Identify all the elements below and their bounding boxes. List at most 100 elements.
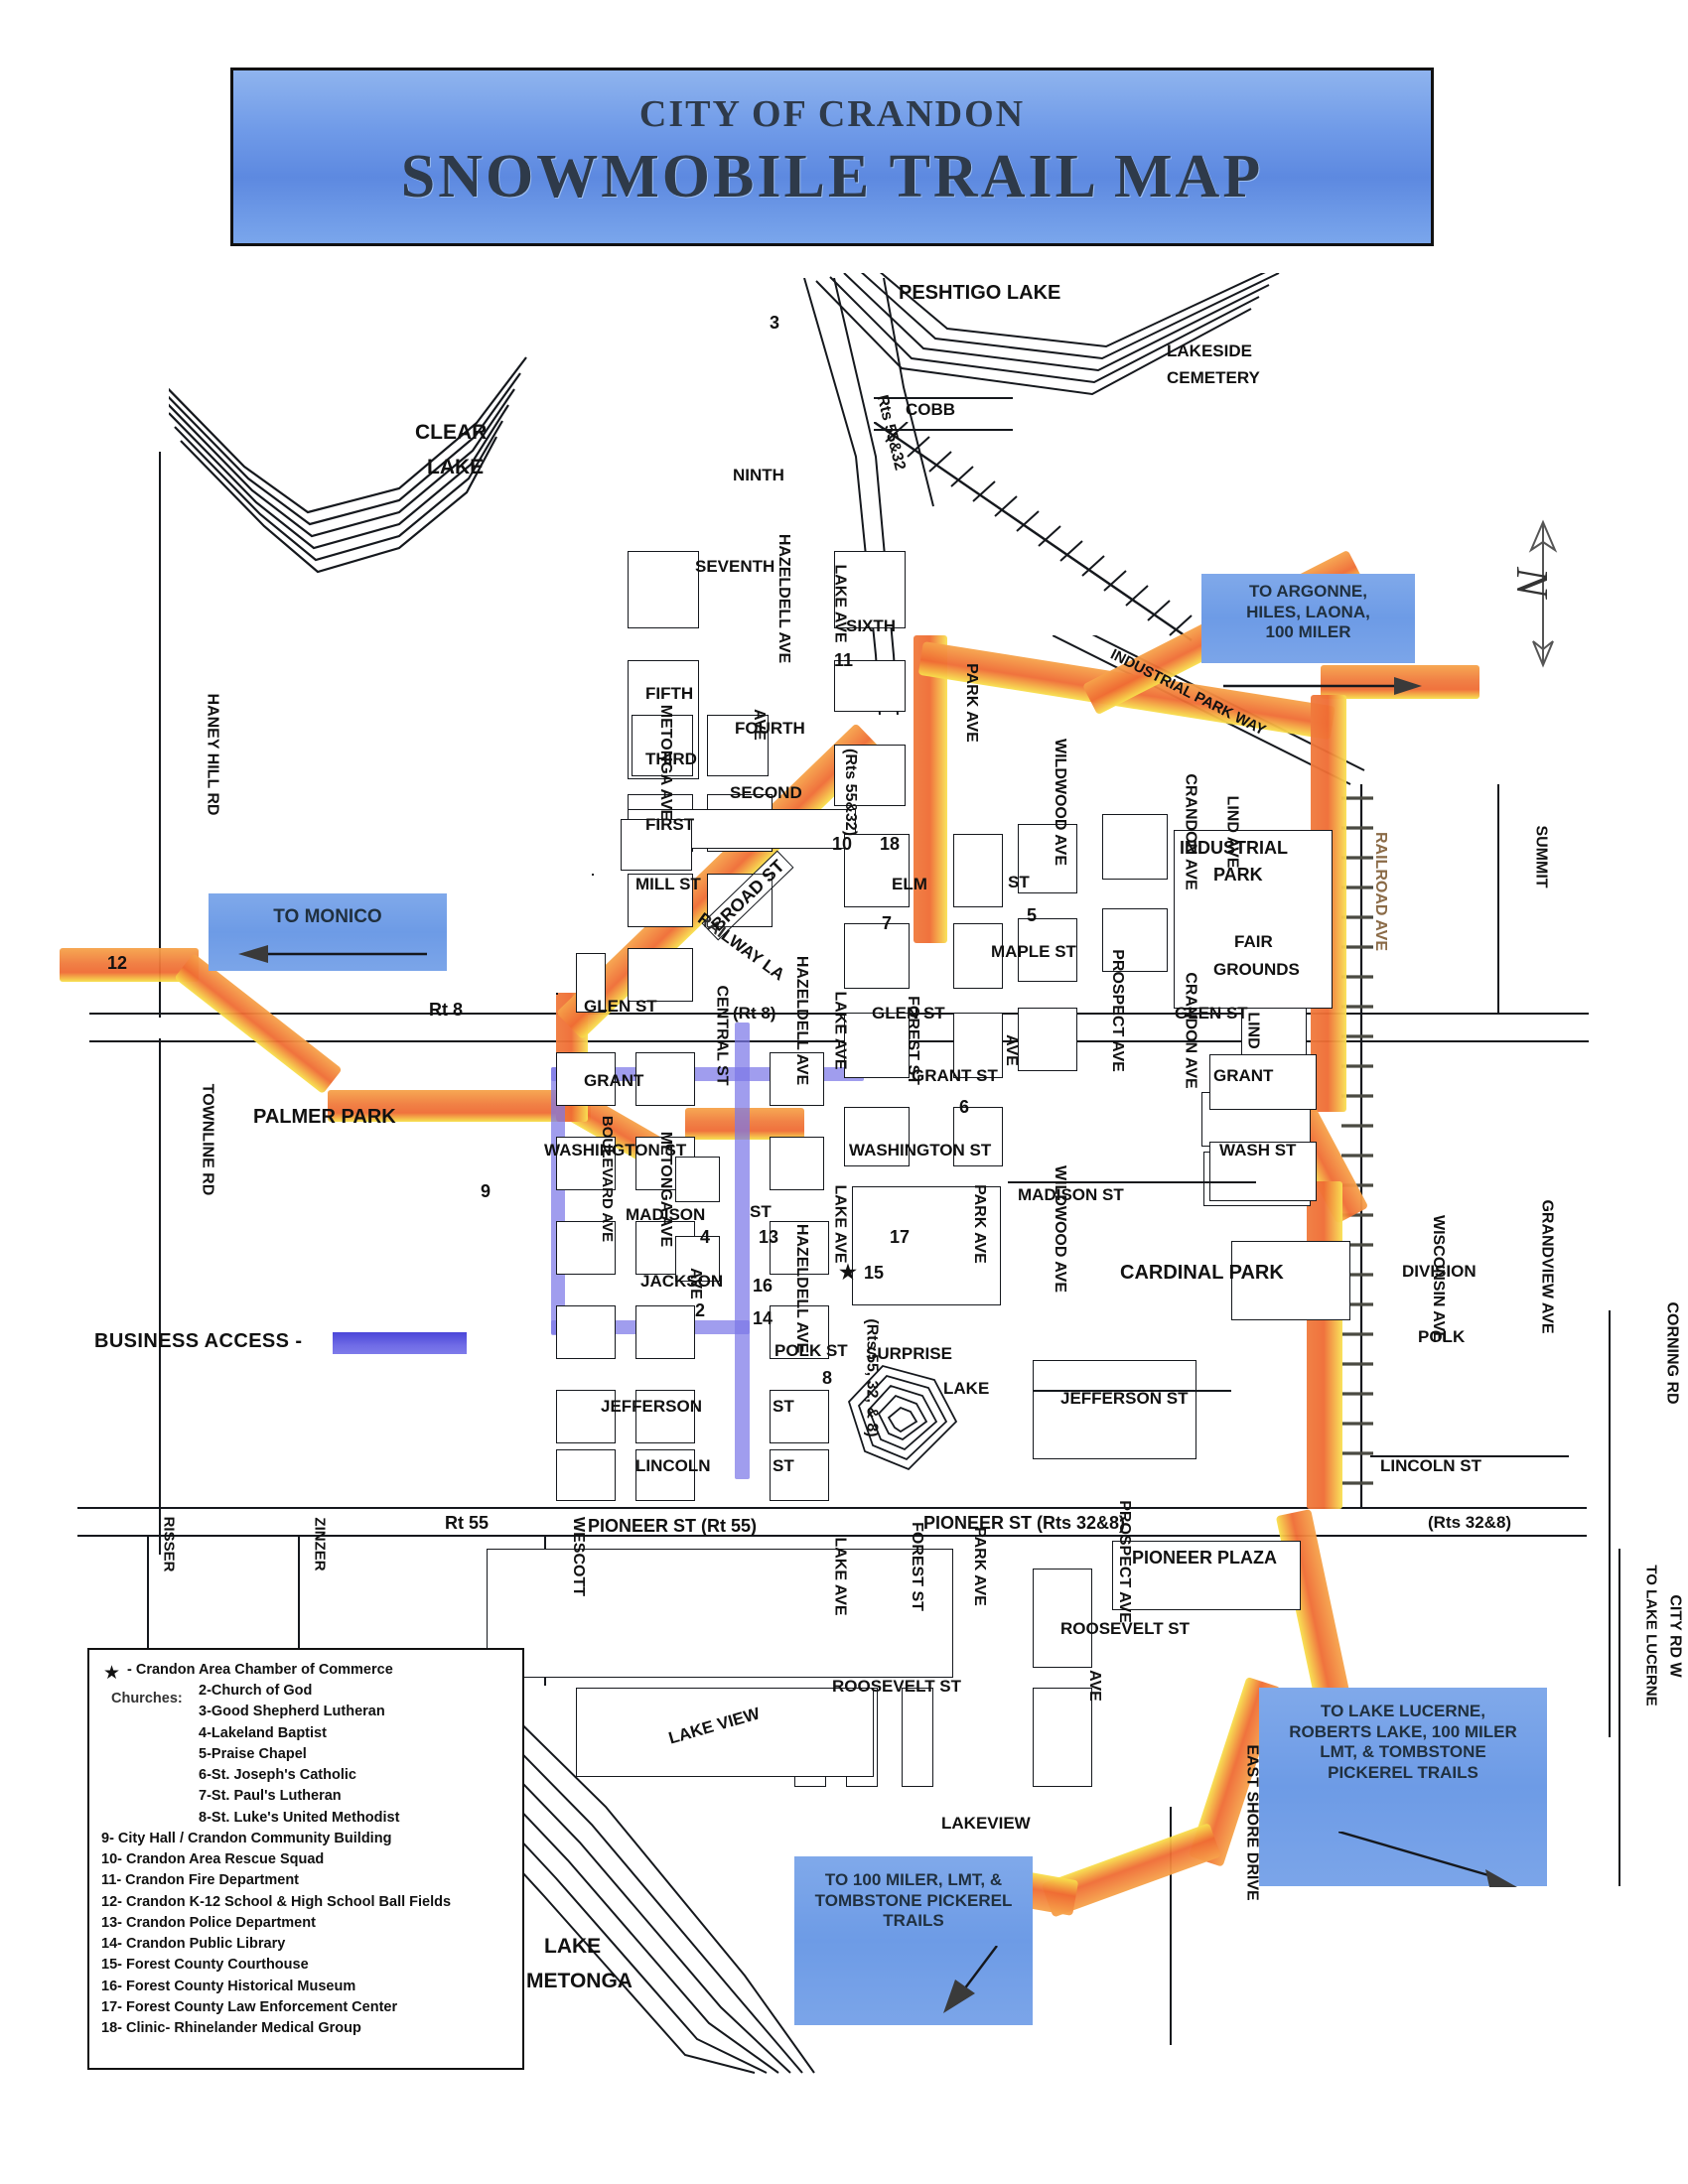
clear-lake-label-2: LAKE <box>427 456 485 478</box>
block <box>632 715 693 776</box>
road-rt8-south <box>89 1040 1589 1042</box>
road-townline <box>159 1038 161 1555</box>
lake-metonga-label-1: LAKE <box>544 1935 602 1958</box>
site-number-8: 8 <box>822 1368 833 1388</box>
street-label-ave-fourth: AVE <box>750 709 768 741</box>
street-label-madison: MADISON <box>626 1205 706 1224</box>
street-label-hazeldell-1: HAZELDELL AVE <box>775 533 793 664</box>
street-label-wildwood-2: WILDWOOD AVE <box>1051 1165 1068 1293</box>
street-label-lincoln-st: LINCOLN ST <box>1380 1456 1481 1475</box>
street-label-park-ave-3: PARK AVE <box>970 1527 988 1606</box>
street-label-wisconsin-ave: WISCONSIN AVE <box>1430 1214 1448 1343</box>
street-label-jackson: JACKSON <box>640 1272 724 1291</box>
block <box>635 1449 695 1501</box>
title-banner: CITY OF CRANDON SNOWMOBILE TRAIL MAP <box>230 68 1434 246</box>
block <box>576 953 606 1013</box>
block <box>592 874 594 876</box>
site-number-4: 4 <box>700 1227 711 1247</box>
street-label-roosevelt-st-1: ROOSEVELT ST <box>832 1677 962 1696</box>
block <box>628 948 693 1002</box>
site-number-16: 16 <box>753 1276 774 1296</box>
business-access-swatch <box>333 1332 467 1354</box>
site-number-10: 10 <box>832 834 853 854</box>
block <box>844 1107 910 1166</box>
industrial-park-label-1: INDUSTRIAL <box>1180 838 1288 858</box>
street-label-railroad-ave: RAILROAD AVE <box>1372 832 1389 951</box>
site-number-18: 18 <box>880 834 901 854</box>
block-courthouse <box>852 1186 1001 1305</box>
street-label-ave-jackson: AVE <box>686 1268 704 1299</box>
street-label-grant-left: GRANT <box>584 1071 644 1090</box>
road-madison-right <box>1008 1181 1256 1183</box>
block <box>844 834 910 907</box>
legend-item: 16- Forest County Historical Museum <box>101 1978 356 1994</box>
block <box>635 1390 695 1443</box>
street-label-hazeldell-3: HAZELDELL AVE <box>793 1223 811 1354</box>
legend-item: 11- Crandon Fire Department <box>101 1872 300 1889</box>
business-access-label: BUSINESS ACCESS - <box>94 1330 303 1352</box>
fair-grounds-label-2: GROUNDS <box>1213 960 1300 979</box>
street-label-central-st: CENTRAL ST <box>713 985 731 1086</box>
street-label-st-maple: ST <box>1008 873 1030 891</box>
street-label-rts-328: (Rts 32&8) <box>1428 1513 1512 1532</box>
street-label-glen-1: GLEN ST <box>584 997 657 1016</box>
road-haney-hill <box>159 452 161 1018</box>
legend-item: 17- Forest County Law Enforcement Center <box>101 1998 398 2015</box>
lakeside-cemetery-label-2: CEMETERY <box>1167 368 1260 387</box>
street-label-madison-st: ST <box>750 1202 772 1221</box>
trail-park-ave <box>914 635 947 943</box>
block <box>770 1390 829 1443</box>
industrial-park-label-2: PARK <box>1213 865 1263 885</box>
street-label-rts-55-32-paren: (Rts 55&32) <box>842 748 860 837</box>
street-label-lake-ave-4: LAKE AVE <box>831 1537 849 1616</box>
block <box>834 745 906 806</box>
clear-lake-shape <box>169 356 527 574</box>
compass-rose <box>1528 519 1558 668</box>
railroad-diagonal-hatch <box>874 422 1193 641</box>
site-number-2: 2 <box>695 1300 706 1320</box>
street-label-ninth: NINTH <box>733 466 784 484</box>
block <box>556 1137 616 1190</box>
site-number-14: 14 <box>753 1308 774 1328</box>
trail-rr-lower <box>1307 1181 1342 1509</box>
street-label-lincoln: LINCOLN <box>635 1456 711 1475</box>
street-label-rts-55-32-8: (Rts 55, 32, & 8) <box>863 1318 881 1437</box>
legend-item: 14- Crandon Public Library <box>101 1936 286 1953</box>
clear-lake-label-1: CLEAR <box>415 421 488 444</box>
street-label-second: SECOND <box>730 783 802 802</box>
road-cobb-top <box>874 397 1013 399</box>
block <box>770 1052 824 1106</box>
street-label-pioneer-328: PIONEER ST (Rts 32&8) <box>923 1513 1126 1533</box>
block <box>1102 814 1168 880</box>
block <box>707 874 773 927</box>
block-fairgrounds <box>1174 830 1333 1009</box>
legend-church-item: 5-Praise Chapel <box>199 1745 307 1762</box>
block <box>675 1157 720 1202</box>
block-lakeview-field <box>576 1688 874 1777</box>
street-label-hazeldell-2: HAZELDELL AVE <box>793 955 811 1086</box>
block <box>628 551 699 628</box>
street-label-haney-hill: HANEY HILL RD <box>204 693 221 816</box>
street-label-elm: ELM <box>892 875 927 893</box>
peshtigo-lake-shape <box>815 273 1280 396</box>
street-label-rt8-paren: (Rt 8) <box>733 1004 776 1023</box>
street-label-maple: MAPLE ST <box>991 942 1076 961</box>
street-label-fourth: FOURTH <box>735 719 805 738</box>
street-label-st-jefferson: ST <box>773 1397 794 1416</box>
site-number-11: 11 <box>834 650 854 670</box>
street-label-lake-ave-3: LAKE AVE <box>831 1184 849 1264</box>
legend-churches-header: Churches: <box>111 1691 183 1706</box>
chamber-star-marker: ★ <box>839 1262 857 1284</box>
street-label-to-lake-lucerne: TO LAKE LUCERNE <box>1642 1565 1660 1706</box>
legend-item: 9- City Hall / Crandon Community Buildin… <box>101 1830 392 1846</box>
railroad-ave-ladder <box>1341 784 1373 1509</box>
street-label-risser: RISSER <box>160 1516 178 1572</box>
callout-lucerne-arrow <box>1338 1832 1517 1887</box>
site-number-13: 13 <box>759 1227 779 1247</box>
peshtigo-lake-label: PESHTIGO LAKE <box>899 282 1061 304</box>
block <box>487 1549 953 1678</box>
callout-100miler-arrow <box>943 1946 998 2013</box>
street-label-forest-st-2: FOREST ST <box>908 1522 925 1611</box>
block <box>556 993 558 995</box>
block <box>1033 1688 1092 1787</box>
